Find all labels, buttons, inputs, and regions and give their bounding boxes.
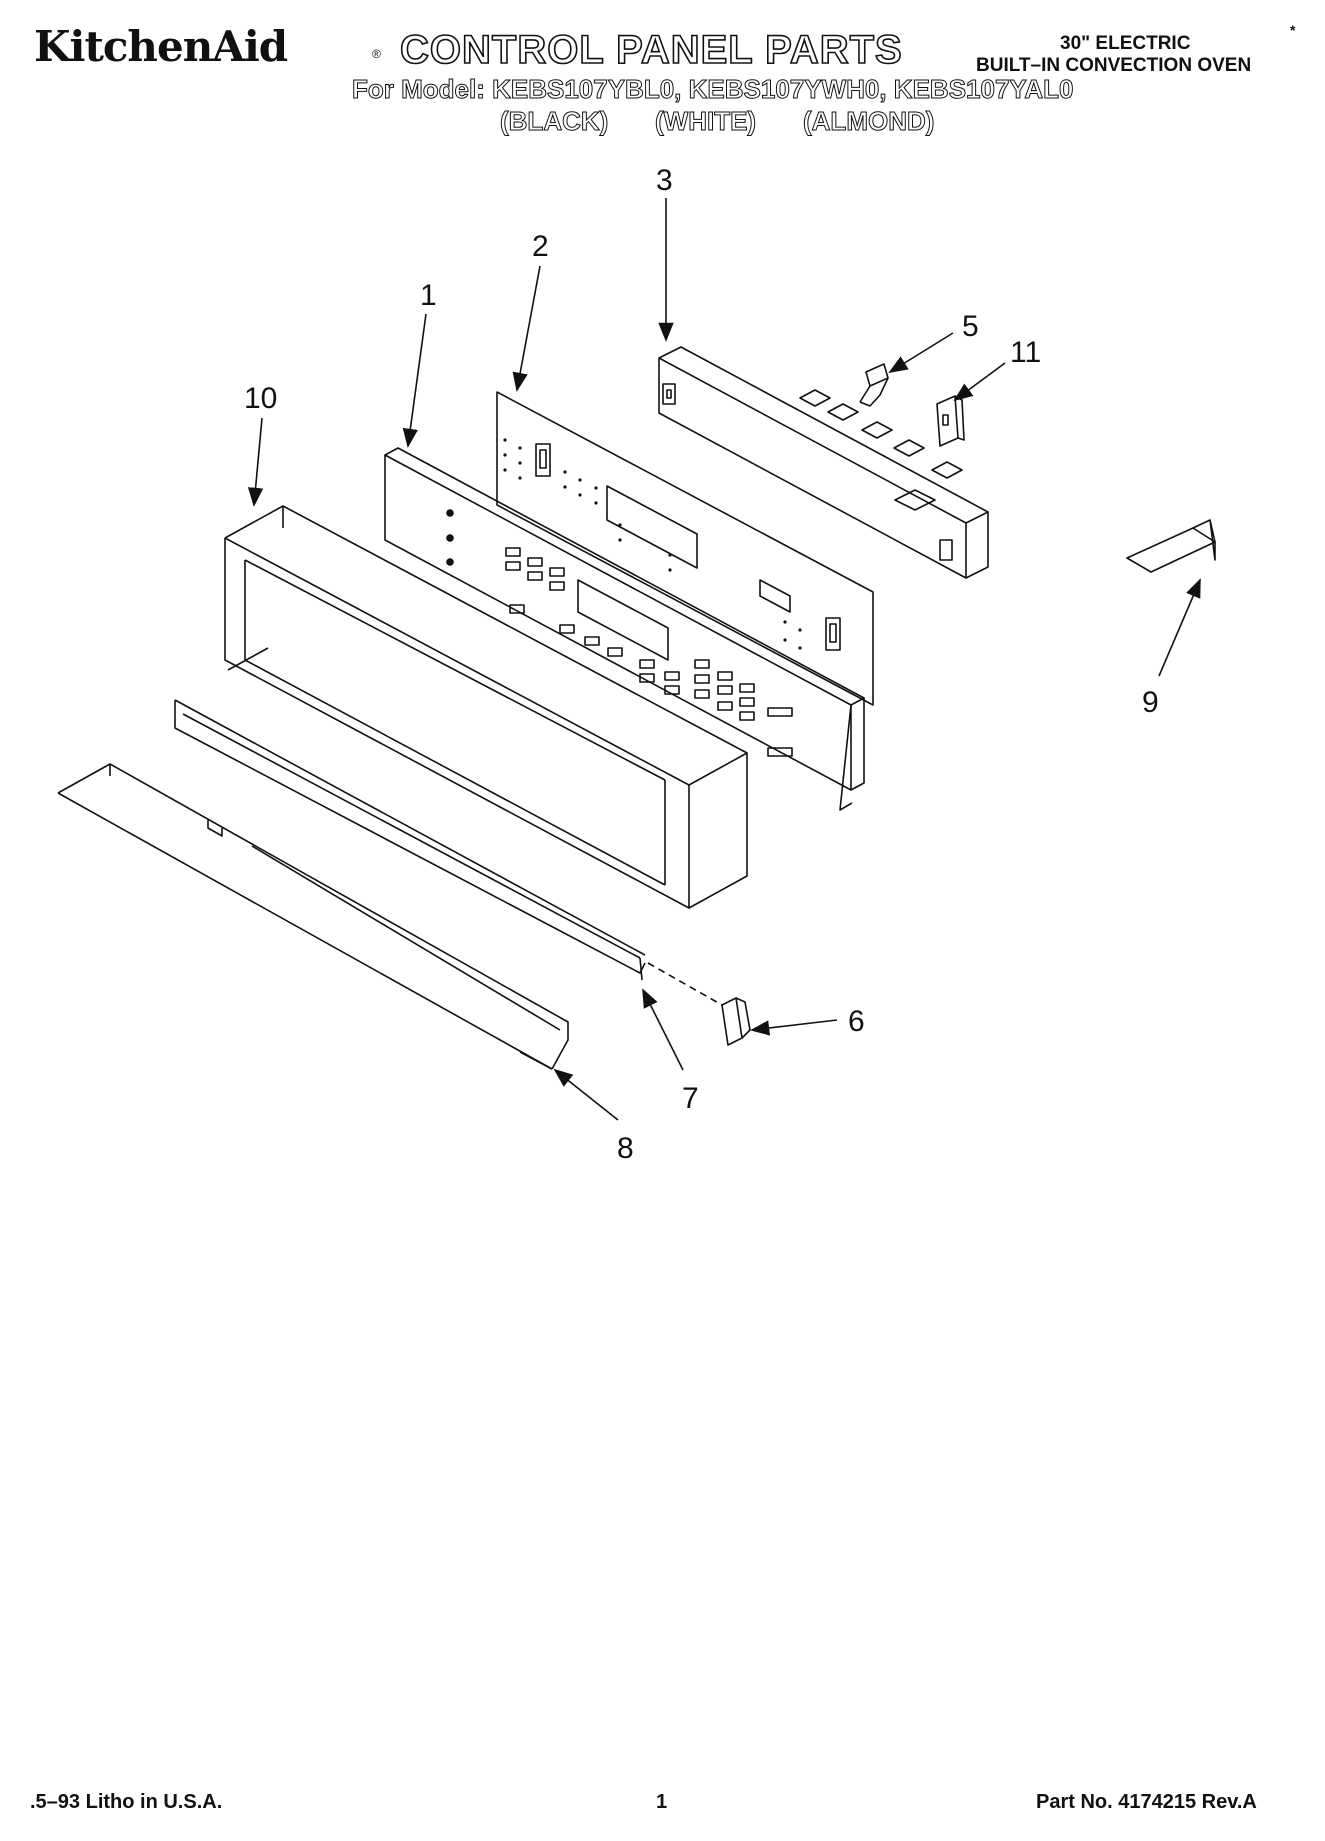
callout-8: 8 — [617, 1132, 634, 1165]
callout-3: 3 — [656, 164, 673, 197]
footer-page-number: 1 — [656, 1791, 668, 1813]
footer-litho: .5–93 Litho in U.S.A. — [30, 1791, 223, 1813]
callout-7: 7 — [682, 1082, 699, 1115]
models-line: For Model: KEBS107YBL0, KEBS107YWH0, KEB… — [352, 74, 1074, 104]
registered-mark: ® — [372, 47, 381, 61]
panel-1-dots — [446, 509, 454, 566]
callout-11: 11 — [1010, 336, 1041, 369]
part-3-control-board — [658, 346, 989, 579]
part-8-bottom-strip — [57, 763, 569, 1070]
part-2-overlay-panel — [496, 391, 874, 706]
page-title: CONTROL PANEL PARTS — [399, 28, 903, 72]
product-line-2: BUILT–IN CONVECTION OVEN — [976, 55, 1252, 76]
part-6-clip — [721, 997, 751, 1046]
brand-logo: KitchenAid — [34, 22, 288, 71]
part-10-trim-frame — [224, 505, 748, 909]
product-line-1: 30" ELECTRIC — [1060, 33, 1191, 54]
part-11-clip — [936, 395, 965, 447]
leader-lines — [247, 198, 1201, 1121]
callout-10: 10 — [244, 382, 277, 415]
color-white: (WHITE) — [654, 106, 757, 136]
panel-1-buttons — [505, 547, 793, 757]
callout-numbers: 3 2 1 5 11 10 9 6 7 8 — [244, 164, 1159, 1165]
corner-mark: * — [1290, 22, 1296, 38]
color-black: (BLACK) — [499, 106, 609, 136]
callout-9: 9 — [1142, 686, 1159, 719]
callout-6: 6 — [848, 1005, 865, 1038]
callout-1: 1 — [420, 279, 437, 312]
callout-5: 5 — [962, 310, 979, 343]
part-9-bracket-plate — [1126, 519, 1216, 573]
footer-part-number: Part No. 4174215 Rev.A — [1036, 1791, 1257, 1813]
part-5-bracket — [859, 363, 889, 407]
callout-2: 2 — [532, 230, 549, 263]
panel-2-dots — [503, 438, 802, 650]
color-almond: (ALMOND) — [802, 106, 935, 136]
part-7-trim-strip — [174, 699, 646, 981]
part-1-control-panel — [384, 447, 865, 811]
